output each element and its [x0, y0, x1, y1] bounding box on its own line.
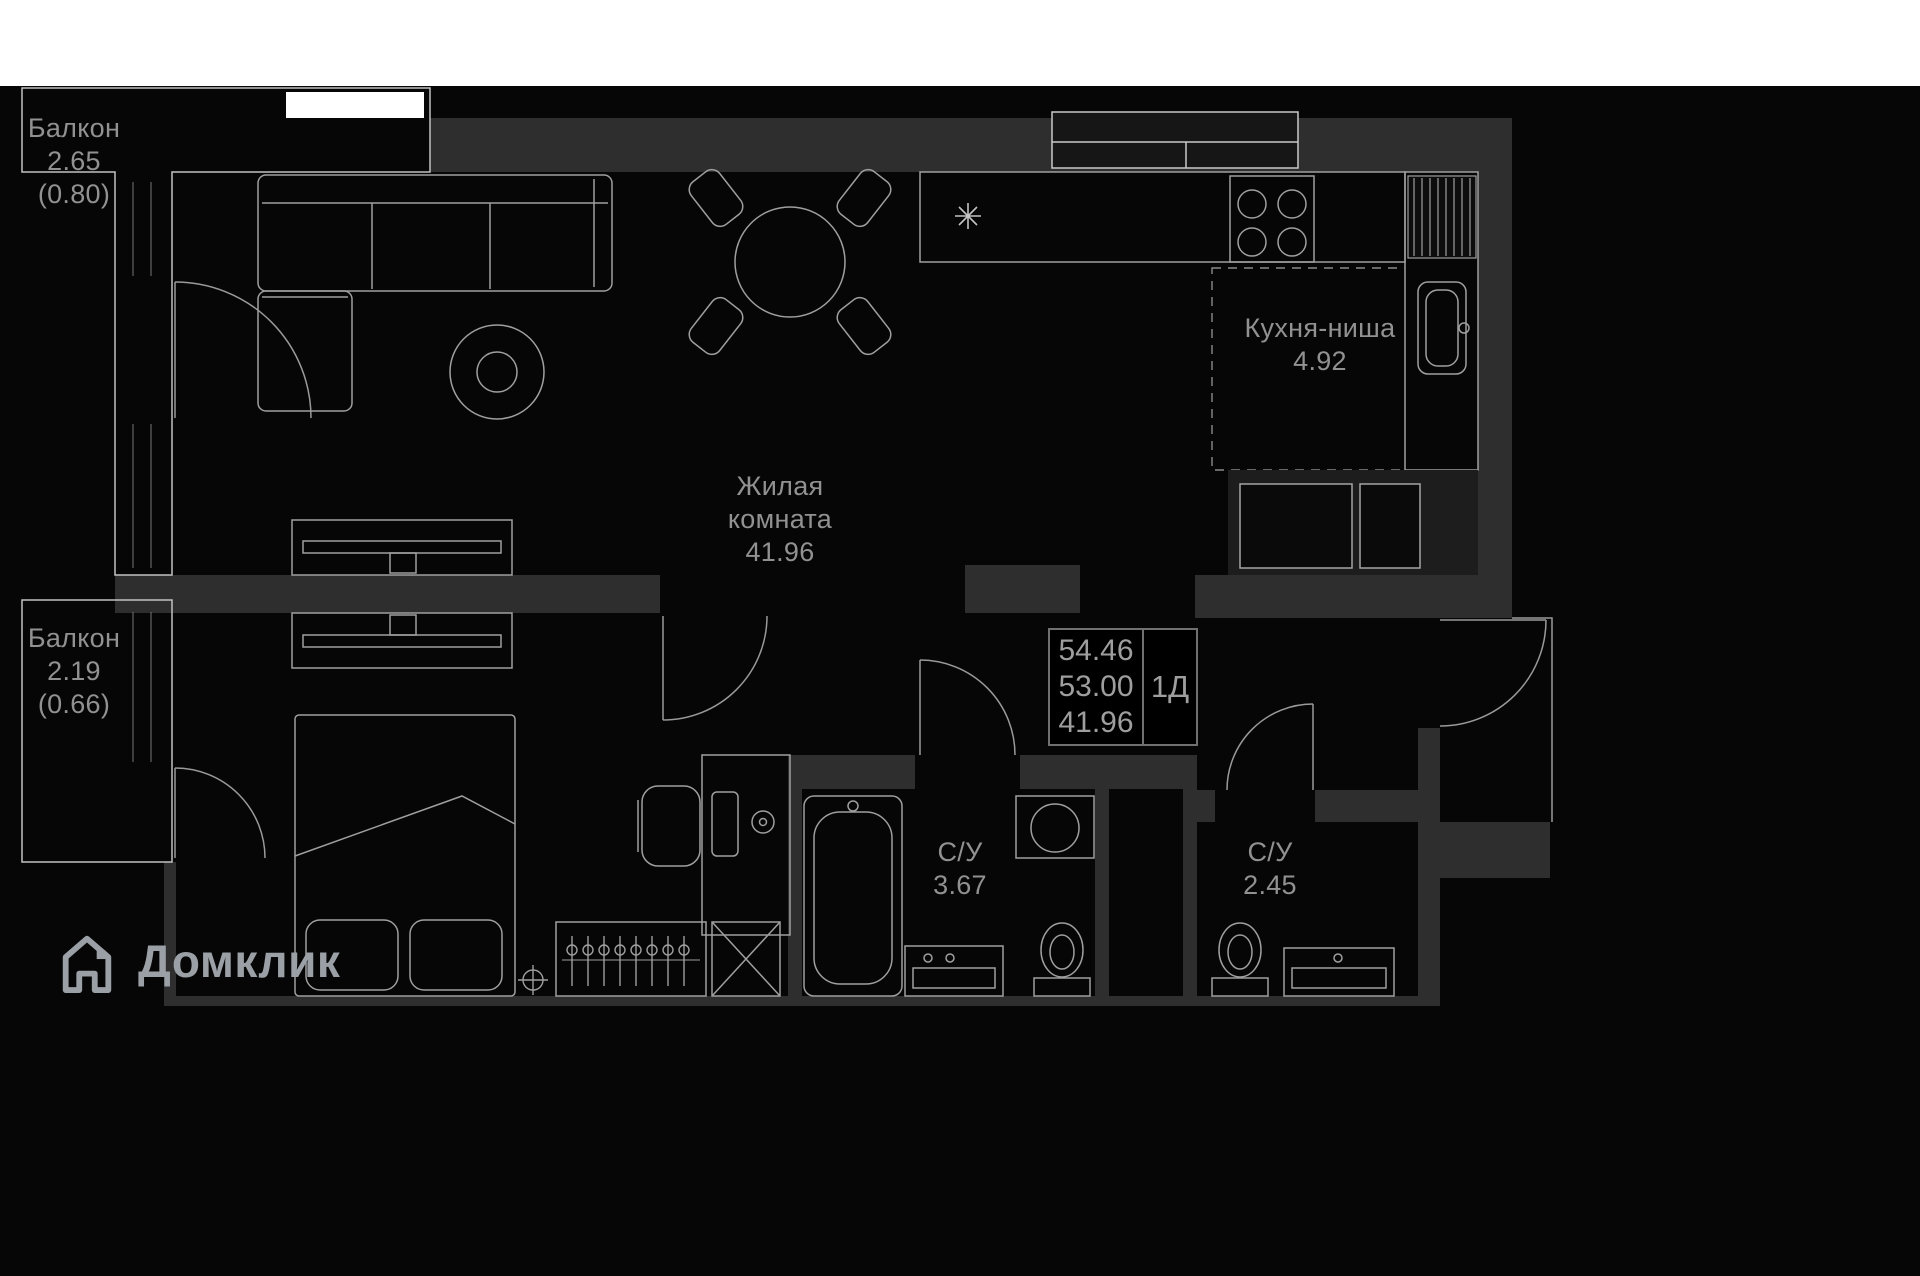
dining-chair	[836, 296, 892, 356]
room-label-living-room: Жилая комната 41.96	[695, 470, 865, 569]
door-entry	[1439, 617, 1553, 822]
room-area: 3.67	[933, 870, 987, 900]
balcony-top-outline	[21, 87, 431, 576]
cabinet	[1239, 483, 1353, 569]
wall-top	[430, 118, 1512, 172]
room-label-bathroom-1: С/У 3.67	[898, 836, 1022, 902]
cooktop-icon	[1229, 175, 1315, 263]
wall-kitchen-bottom	[1195, 575, 1512, 618]
kitchen-niche-boundary	[1211, 267, 1406, 471]
area-without-balcony-value: 53.00	[1058, 670, 1134, 703]
dining-chair	[836, 168, 892, 228]
door-bathroom-2	[1226, 703, 1314, 791]
toilet	[1211, 922, 1269, 997]
door-bedroom	[662, 615, 768, 721]
room-area-reduced: (0.80)	[37, 179, 111, 209]
wall-bath1-top-left	[788, 755, 915, 789]
room-label-bathroom-2: С/У 2.45	[1208, 836, 1332, 902]
wall-right-upper	[1478, 118, 1512, 618]
wall-entry-stub	[1432, 822, 1550, 878]
bed	[294, 714, 516, 997]
doors	[174, 281, 1553, 859]
wall-bottom	[164, 996, 1440, 1006]
hall-cabinets	[1228, 470, 1478, 575]
room-label-balcony-top: Балкон 2.65 (0.80)	[18, 112, 130, 211]
dining-table	[688, 168, 892, 356]
room-area: 41.96	[745, 537, 815, 567]
room-name: Балкон	[27, 113, 121, 143]
balcony-white-block	[286, 92, 424, 118]
wall-bath2-top-b	[1315, 790, 1432, 822]
total-area-value: 54.46	[1058, 634, 1134, 667]
wall-bath1-left	[788, 755, 802, 996]
room-area: 2.65	[47, 146, 101, 176]
dining-chair	[688, 168, 744, 228]
pillow	[305, 919, 399, 991]
toilet	[1033, 922, 1091, 997]
wall-stub-center	[965, 565, 1080, 613]
desk-lamp	[751, 810, 775, 834]
room-area: 4.92	[1293, 346, 1347, 376]
tv-unit-living	[291, 519, 513, 576]
room-label-kitchen-niche: Кухня-ниша 4.92	[1235, 312, 1405, 378]
entry-landing-outline	[1512, 617, 1553, 822]
bathtub	[803, 795, 903, 997]
wall-bath2-left	[1183, 755, 1197, 996]
logo-text: Домклик	[138, 935, 341, 987]
room-label-balcony-left: Балкон 2.19 (0.66)	[18, 622, 130, 721]
room-name: Жилая комната	[727, 471, 833, 534]
room-name: С/У	[937, 837, 983, 867]
domclick-logo: Домклик	[56, 926, 340, 996]
door-balcony-top	[174, 281, 312, 419]
layout-type-badge: 1Д	[1142, 630, 1196, 744]
house-icon	[62, 935, 112, 993]
window-glazing	[132, 182, 152, 762]
kitchen-sink-icon	[1417, 281, 1470, 375]
wall-bath2-top-a	[1197, 790, 1215, 822]
page-top-strip	[0, 0, 1920, 86]
ceiling-light-icon	[518, 965, 548, 995]
living-area-value: 41.96	[1058, 706, 1134, 739]
laptop	[711, 791, 739, 857]
room-name: Кухня-ниша	[1244, 313, 1396, 343]
door-bathroom-1	[919, 659, 1016, 756]
vanity-cabinet	[904, 945, 1004, 997]
room-area-reduced: (0.66)	[37, 689, 111, 719]
wall-divider-living-bedroom	[115, 575, 660, 613]
blanket-fold	[294, 795, 516, 857]
snowflake-icon	[955, 203, 981, 229]
room-name: Балкон	[27, 623, 121, 653]
desk	[701, 754, 791, 936]
balconies	[21, 87, 431, 863]
room-area: 2.45	[1243, 870, 1297, 900]
desk-chair	[637, 785, 701, 867]
dining-chair	[688, 296, 744, 356]
room-name: С/У	[1247, 837, 1293, 867]
room-area: 2.19	[47, 656, 101, 686]
pillow	[409, 919, 503, 991]
sink-cabinet	[1283, 947, 1395, 997]
door-balcony-left	[174, 767, 266, 859]
vent-shaft-box	[1051, 111, 1299, 169]
area-values: 54.46 53.00 41.96	[1050, 630, 1142, 744]
wardrobe	[555, 921, 707, 997]
coffee-table	[449, 324, 545, 420]
wall-bedroom-left-lower	[164, 862, 176, 996]
wall-right-lower	[1418, 728, 1440, 996]
washbasin	[1015, 795, 1095, 859]
fridge-hatch	[1407, 175, 1477, 259]
crossed-cabinet	[711, 921, 781, 997]
tv-unit-bedroom	[291, 612, 513, 669]
wall-bath1-right	[1095, 755, 1109, 996]
balcony-left-outline	[21, 599, 173, 863]
walls	[115, 118, 1550, 1006]
cabinet	[1359, 483, 1421, 569]
area-info-box: 54.46 53.00 41.96 1Д	[1048, 628, 1198, 746]
sofa	[257, 174, 613, 412]
